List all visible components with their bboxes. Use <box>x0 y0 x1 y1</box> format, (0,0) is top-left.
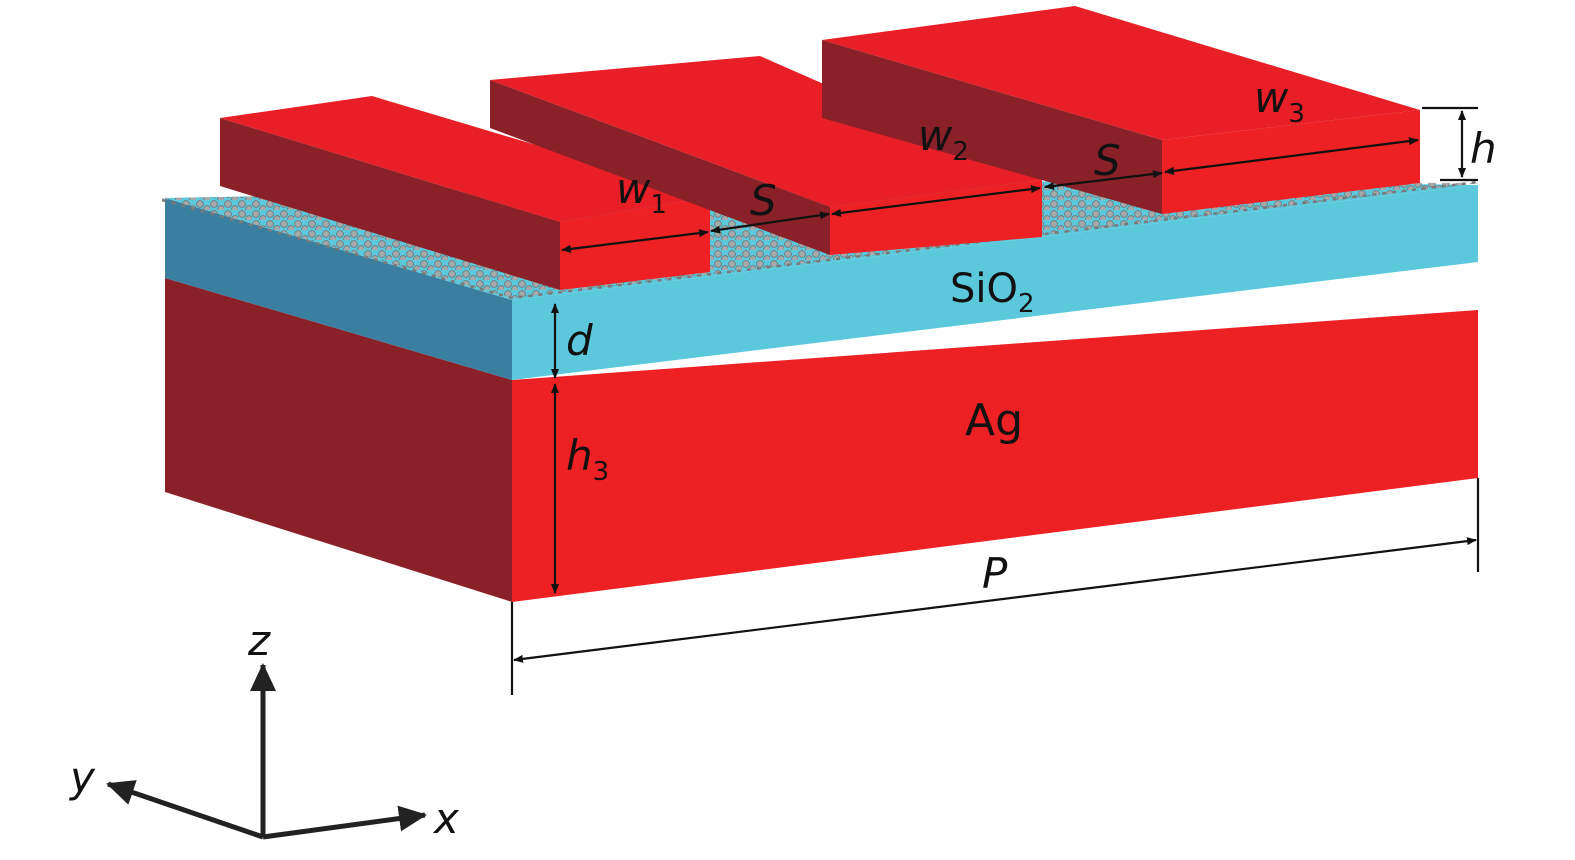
ribbon-3-top <box>822 6 1420 140</box>
s2-dimension-line <box>1044 170 1163 190</box>
labels: w1 S w2 S w3 h d h3 P SiO2 Ag <box>566 73 1497 598</box>
w2-label: w2 <box>918 111 969 167</box>
ribbon-2-side <box>490 80 830 255</box>
w3-label: w3 <box>1254 73 1305 129</box>
y-axis-label: y <box>68 753 96 802</box>
ribbon-1-side <box>220 118 560 290</box>
s2-label: S <box>1094 136 1121 185</box>
z-axis-label: z <box>247 616 271 665</box>
x-axis-arrow <box>262 805 427 840</box>
ag-label: Ag <box>965 395 1023 446</box>
ag-substrate-side <box>165 278 512 602</box>
ag-ribbon-1 <box>220 96 710 290</box>
sio2-label: SiO2 <box>950 266 1035 319</box>
w1-dimension-line <box>561 229 709 253</box>
sio2-spacer-side <box>165 198 512 380</box>
ribbon-1-top <box>220 96 710 222</box>
d-label: d <box>566 316 593 365</box>
w3-dimension-line <box>1164 137 1419 175</box>
ribbon-2-top <box>490 56 1042 207</box>
sio2-spacer-front <box>512 185 1478 380</box>
coordinate-axes: z y x <box>68 616 460 843</box>
graphene-edge <box>161 180 1479 300</box>
w2-dimension-line <box>831 185 1041 217</box>
h3-label: h3 <box>566 431 609 487</box>
h-label: h <box>1470 124 1497 173</box>
s1-label: S <box>750 176 777 225</box>
ag-substrate-front <box>512 310 1478 602</box>
s1-dimension-line <box>710 211 830 234</box>
p-label: P <box>982 549 1008 598</box>
p-dimension-line <box>513 537 1477 663</box>
ag-substrate <box>165 278 1478 602</box>
w1-label: w1 <box>616 164 667 220</box>
y-axis-arrow <box>106 780 264 840</box>
dimension-lines <box>510 106 1480 695</box>
x-axis-label: x <box>432 794 460 843</box>
